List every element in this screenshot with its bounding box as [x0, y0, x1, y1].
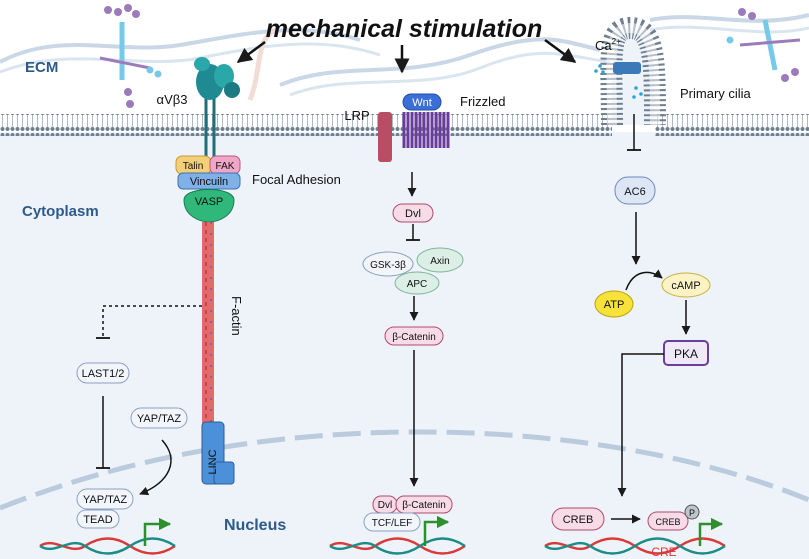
phosphate-label: P [689, 508, 695, 518]
atp-camp-arrow [625, 269, 663, 291]
apc-node [394, 271, 440, 295]
nucleus-label: Nucleus [224, 517, 286, 534]
camp-label: cAMP [671, 280, 700, 292]
creb-label: CREB [563, 514, 594, 526]
creb-phospho-label: CREB [655, 517, 680, 527]
yap-nucleus-node [76, 488, 134, 510]
dvl-node [392, 203, 434, 223]
pka-node [663, 340, 709, 366]
title: mechanical stimulation [266, 15, 542, 43]
yap-translocation-arrow [139, 439, 172, 496]
lrp-receptor [378, 112, 392, 162]
calcium-label: Ca2+ [595, 37, 621, 53]
dna-left [39, 537, 176, 555]
ecm-fibers [0, 13, 809, 101]
integrin-receptor [194, 57, 240, 160]
ac6-label: AC6 [624, 186, 645, 198]
tead-label: TEAD [83, 514, 112, 526]
pka-creb-arrow [617, 353, 664, 497]
bcatenin-nucleus-label: β-Catenin [402, 500, 446, 511]
nuclear-envelope [0, 429, 809, 511]
stimulus-arrow-right [544, 38, 577, 64]
dna-middle [329, 537, 466, 555]
bcatenin-node [384, 326, 444, 346]
creb-phospho-node [647, 511, 689, 531]
wnt-ligand [402, 93, 442, 111]
bcatenin-label: β-Catenin [392, 332, 436, 343]
linc-label: LINC [207, 449, 219, 474]
gene-activation-arrow-left [143, 517, 172, 546]
tcf-lef-label: TCF/LEF [372, 518, 413, 529]
ecm-molecule-right [726, 8, 801, 82]
lrp-label: LRP [344, 108, 369, 123]
focal-adhesion-label: Focal Adhesion [252, 172, 341, 187]
gene-activation-arrow-right [698, 517, 724, 546]
linc-complex [201, 421, 235, 485]
vasp-node [183, 189, 235, 223]
tcf-lef-node [363, 512, 421, 532]
camp-node [661, 272, 711, 298]
axin-node [416, 247, 464, 273]
ecm-molecule-left [99, 4, 162, 108]
fak-label: FAK [216, 161, 235, 172]
primary-cilia-label: Primary cilia [680, 86, 752, 101]
bcatenin-nucleus-node [395, 495, 453, 514]
creb-node [551, 507, 605, 531]
ecm-label: ECM [25, 59, 58, 76]
phosphate-node [684, 504, 700, 520]
yap-cytoplasm-node [130, 407, 188, 429]
wnt-label: Wnt [412, 97, 432, 109]
dvl-nucleus-label: Dvl [378, 500, 392, 511]
plasma-membrane [0, 114, 809, 136]
ac6-node [614, 176, 656, 205]
f-actin-filament [202, 222, 214, 440]
frizzled-receptor [402, 112, 450, 148]
atp-node [594, 290, 634, 318]
frizzled-label: Frizzled [460, 94, 506, 109]
cytoplasm-label: Cytoplasm [22, 203, 99, 220]
pka-label: PKA [674, 347, 698, 361]
f-actin-label: F-actin [229, 296, 244, 336]
gene-activation-arrow-middle [423, 515, 450, 546]
primary-cilium [594, 16, 666, 126]
axin-label: Axin [430, 256, 449, 267]
stimulus-arrow-left [236, 40, 266, 64]
atp-label: ATP [604, 299, 625, 311]
yap-nucleus-label: YAP/TAZ [83, 494, 127, 506]
talin-label: Talin [183, 161, 204, 172]
vasp-label: VASP [195, 196, 224, 208]
gsk3b-label: GSK-3β [370, 260, 406, 271]
tead-node [76, 509, 120, 529]
cre-label: CRE [651, 545, 676, 559]
dna-right [544, 537, 726, 555]
last-node [76, 362, 130, 384]
factin-last-inhibition [102, 305, 202, 338]
dvl-label: Dvl [405, 208, 421, 220]
last-label: LAST1/2 [82, 368, 125, 380]
yap-cytoplasm-label: YAP/TAZ [137, 413, 181, 425]
apc-label: APC [407, 279, 428, 290]
integrin-label: αVβ3 [157, 92, 188, 107]
vinculin-label: Vincuiln [190, 176, 228, 188]
gsk3b-node [362, 251, 414, 277]
